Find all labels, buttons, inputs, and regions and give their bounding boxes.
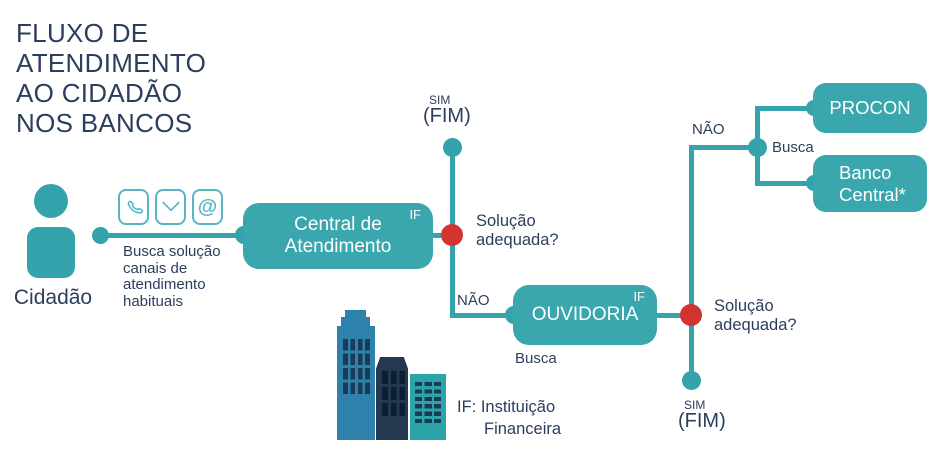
decision2-question-line-1: Solução [714,297,774,315]
note-line-4: habituais [123,292,184,310]
decision1-nao-label: NÃO [457,292,490,309]
decision2-nao-label: NÃO [692,121,725,138]
legend-line-2: Financeira [484,420,562,438]
decision1-fim-label: (FIM) [423,105,471,127]
connector-decision2-vertical [688,147,694,380]
building-left-roof-step [341,317,370,327]
node-procon: PROCON [813,83,927,133]
decision1-sim-label: SIM [429,93,451,107]
node-central-atendimento: Central de Atendimento IF [243,203,433,269]
if-legend: IF: Instituição Financeira [457,396,561,440]
connector-to-procon [754,105,815,111]
decision1-question-line-1: Solução [476,212,536,230]
citizen-label: Cidadão [13,286,93,309]
connector-to-banco-central [754,180,815,186]
connector-ouvidoria-to-decision2 [655,312,691,318]
title-line-2: ATENDIMENTO [16,48,207,78]
ouvidoria-label: OUVIDORIA [531,304,639,325]
ouvidoria-busca-label: Busca [515,350,557,367]
decision1-question-line-2: adequada? [476,231,559,249]
citizen-line-start-dot [92,227,109,244]
building-left-roof-top [345,310,366,318]
decision2-busca-label: Busca [772,139,814,156]
citizen-search-note: Busca solução canais de atendimento habi… [123,243,221,310]
building-right-windows [415,382,442,423]
title-line-1: FLUXO DE [16,18,149,48]
branch-junction-dot [747,137,767,157]
at-icon: @ [192,189,223,225]
page-title: FLUXO DE ATENDIMENTO AO CIDADÃO NOS BANC… [16,18,206,138]
title-line-4: NOS BANCOS [16,108,193,138]
legend-line-1: IF: Instituição [457,398,556,416]
decision1-question: Solução adequada? [476,212,559,250]
at-icon-glyph: @ [197,196,218,218]
building-middle-windows [382,371,406,416]
decision2-sim-label: SIM [684,398,706,412]
end-dot-top [442,137,462,157]
node-ouvidoria: OUVIDORIA IF [513,285,657,345]
envelope-icon [155,189,186,225]
central-atendimento-label: Central de Atendimento [285,214,392,258]
decision2-dot [680,304,702,326]
title-line-3: AO CIDADÃO [16,78,183,108]
envelope-icon-glyph [161,201,180,212]
citizen-head-icon [34,184,68,218]
banco-central-label-line-2: Central* [839,183,906,205]
phone-icon [118,189,149,225]
citizen-body-icon [27,227,75,278]
connector-nao1-horizontal [449,312,514,318]
node-banco-central: Banco Central* [813,155,927,212]
decision2-fim-label: (FIM) [678,410,726,432]
phone-icon-glyph [127,200,143,214]
note-line-2: canais de [123,259,188,277]
procon-label: PROCON [829,97,911,118]
connector-nao2-horizontal [688,144,758,150]
central-label-line-1: Central de [294,214,382,235]
banco-central-label: Banco Central* [839,162,906,206]
end-dot-bottom [681,370,701,390]
building-left-windows [343,339,370,394]
connector-citizen-to-central [100,232,243,238]
note-line-1: Busca solução [123,243,221,260]
banco-central-label-line-1: Banco [839,161,892,183]
ouvidoria-if-badge: IF [633,289,645,304]
central-label-line-2: Atendimento [284,236,392,257]
decision1-dot [441,224,463,246]
central-if-badge: IF [409,207,421,222]
decision2-question: Solução adequada? [714,297,797,335]
note-line-3: atendimento [123,276,206,293]
decision2-question-line-2: adequada? [714,316,797,334]
